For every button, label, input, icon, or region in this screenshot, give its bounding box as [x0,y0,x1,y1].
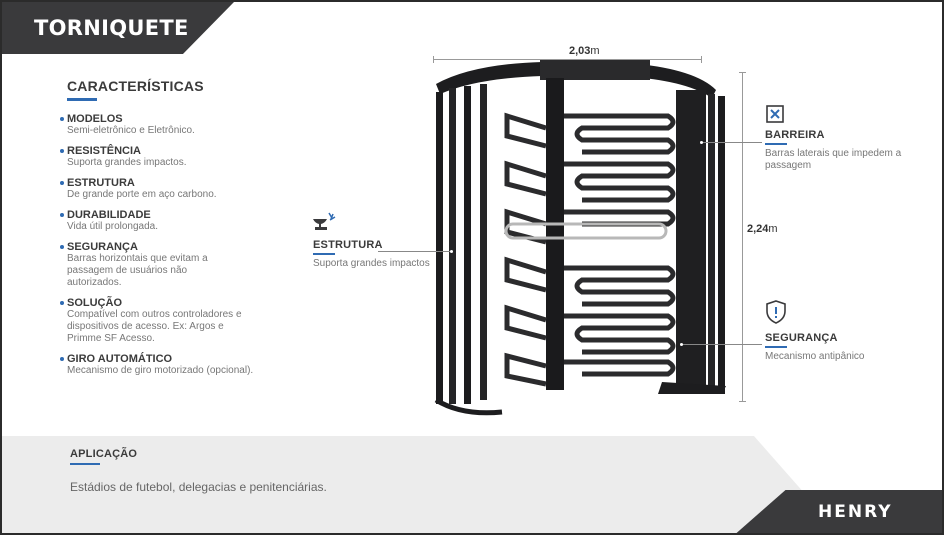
callout-underline [313,253,335,255]
bullet-icon [60,213,64,217]
brand-logo: HENRY [818,502,893,522]
feature-desc: Barras horizontais que evitam a passagem… [67,253,208,288]
feature-item-seguranca: SEGURANÇA Barras horizontais que evitam … [60,241,320,289]
feature-item-solucao: SOLUÇÃO Compatível com outros controlado… [60,297,320,345]
height-dimension-line [739,72,746,402]
callout-dot [680,343,683,346]
feature-title: GIRO AUTOMÁTICO [67,353,173,365]
application-band [2,436,802,533]
height-dimension-label: 2,24m [747,223,778,235]
features-list: MODELOS Semi-eletrônico e Eletrônico. RE… [60,113,320,385]
callout-barreira: BARREIRA Barras laterais que impedem a p… [765,129,915,172]
feature-item-modelos: MODELOS Semi-eletrônico e Eletrônico. [60,113,320,137]
feature-desc: De grande porte em aço carbono. [67,189,217,200]
callout-title: ESTRUTURA [313,239,383,251]
features-heading-text: CARACTERÍSTICAS [67,78,204,94]
bullet-icon [60,149,64,153]
callout-dot [700,141,703,144]
feature-item-resistencia: RESISTÊNCIA Suporta grandes impactos. [60,145,320,169]
callout-underline [765,346,787,348]
callout-seguranca: SEGURANÇA Mecanismo antipânico [765,332,915,363]
heading-underline [67,98,97,101]
callout-leader-line [702,142,762,143]
bullet-icon [60,301,64,305]
callout-estrutura: ESTRUTURA Suporta grandes impactos [313,239,453,270]
application-heading: APLICAÇÃO [70,448,137,465]
width-dimension-label: 2,03m [569,45,600,57]
heading-underline [70,463,100,465]
turnstile-illustration [434,60,726,416]
application-text: Estádios de futebol, delegacias e penite… [70,480,327,494]
bullet-icon [60,245,64,249]
feature-title: SEGURANÇA [67,241,138,253]
features-heading: CARACTERÍSTICAS [67,78,204,101]
anvil-icon [313,212,336,230]
feature-title: MODELOS [67,113,123,125]
callout-underline [765,143,787,145]
bullet-icon [60,357,64,361]
feature-title: DURABILIDADE [67,209,151,221]
feature-title: SOLUÇÃO [67,297,122,309]
shield-icon [766,300,786,324]
feature-item-durabilidade: DURABILIDADE Vida útil prolongada. [60,209,320,233]
feature-desc: Vida útil prolongada. [67,221,158,232]
feature-title: RESISTÊNCIA [67,145,141,157]
feature-desc: Semi-eletrônico e Eletrônico. [67,125,195,136]
callout-desc: Barras laterais que impedem a passagem [765,148,902,171]
page-title: TORNIQUETE [34,16,189,40]
width-dimension-line [433,56,702,63]
bullet-icon [60,117,64,121]
feature-item-estrutura: ESTRUTURA De grande porte em aço carbono… [60,177,320,201]
feature-desc: Mecanismo de giro motorizado (opcional). [67,365,254,376]
callout-title: SEGURANÇA [765,332,838,344]
callout-desc: Mecanismo antipânico [765,351,865,362]
x-box-icon [766,105,784,123]
callout-title: BARREIRA [765,129,825,141]
callout-desc: Suporta grandes impactos [313,258,430,269]
callout-leader-line [682,344,762,345]
bullet-icon [60,181,64,185]
feature-title: ESTRUTURA [67,177,135,189]
feature-desc: Compatível com outros controladores e di… [67,309,242,344]
callout-leader-line [378,251,452,252]
feature-desc: Suporta grandes impactos. [67,157,187,168]
feature-item-giro-automatico: GIRO AUTOMÁTICO Mecanismo de giro motori… [60,353,320,377]
callout-dot [450,250,453,253]
